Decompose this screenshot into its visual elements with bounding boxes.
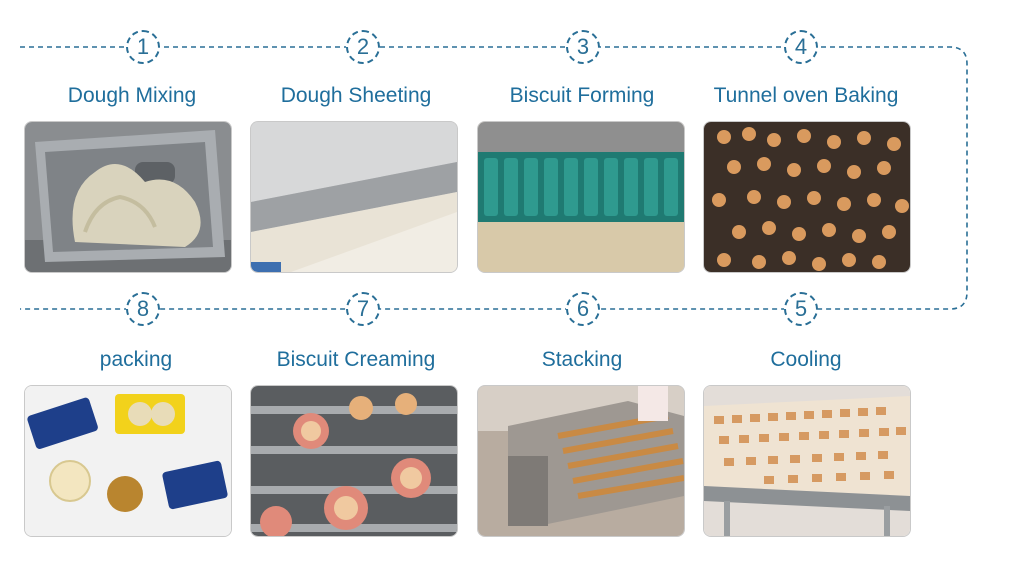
packaged-biscuits-photo — [25, 386, 231, 536]
rotary-forming-roller-photo — [478, 122, 684, 272]
step-7-label: Biscuit Creaming — [276, 348, 436, 371]
cooling-conveyor-photo — [704, 386, 910, 536]
step-8-number-badge: 8 — [126, 292, 160, 326]
step-1-number-badge: 1 — [126, 30, 160, 64]
step-2-number-badge: 2 — [346, 30, 380, 64]
step-5-number-badge: 5 — [784, 292, 818, 326]
step-1-label: Dough Mixing — [67, 84, 197, 107]
step-4-label: Tunnel oven Baking — [713, 84, 899, 107]
step-4-number-badge: 4 — [784, 30, 818, 64]
step-3-number-badge: 3 — [566, 30, 600, 64]
stacking-machine-photo — [478, 386, 684, 536]
baked-biscuits-conveyor-photo — [704, 122, 910, 272]
dough-mixer-photo — [25, 122, 231, 272]
step-8-label: packing — [99, 348, 173, 371]
cream-sandwich-machine-photo — [251, 386, 457, 536]
step-3-label: Biscuit Forming — [509, 84, 655, 107]
step-5-label: Cooling — [770, 348, 842, 371]
step-6-label: Stacking — [541, 348, 623, 371]
step-2-label: Dough Sheeting — [280, 84, 432, 107]
step-7-number-badge: 7 — [346, 292, 380, 326]
dough-sheeter-photo — [251, 122, 457, 272]
step-6-number-badge: 6 — [566, 292, 600, 326]
